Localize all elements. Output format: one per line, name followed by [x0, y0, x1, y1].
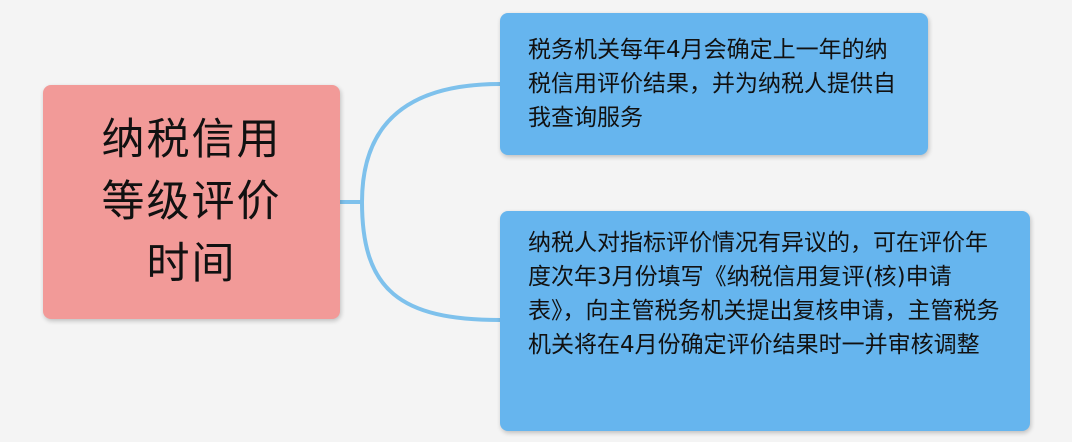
root-node-label: 纳税信用等级评价时间	[101, 115, 282, 289]
branch-node-1: 税务机关每年4月会确定上一年的纳税信用评价结果，并为纳税人提供自我查询服务	[500, 13, 928, 155]
root-node: 纳税信用等级评价时间	[43, 85, 340, 319]
connector-to-branch-2	[360, 200, 502, 322]
branch-node-2: 纳税人对指标评价情况有异议的，可在评价年度次年3月份填写《纳税信用复评(核)申请…	[500, 211, 1030, 431]
connector-to-branch-1	[360, 82, 502, 204]
branch-node-1-text: 税务机关每年4月会确定上一年的纳税信用评价结果，并为纳税人提供自我查询服务	[528, 37, 896, 131]
branch-node-2-text: 纳税人对指标评价情况有异议的，可在评价年度次年3月份填写《纳税信用复评(核)申请…	[528, 230, 1000, 358]
